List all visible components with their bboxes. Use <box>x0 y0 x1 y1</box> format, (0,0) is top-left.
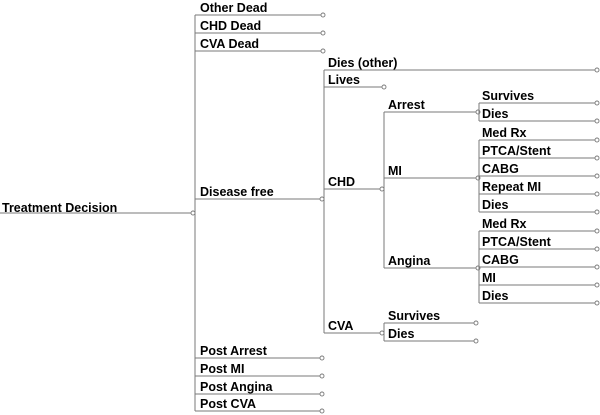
chance-node-chd[interactable] <box>379 186 385 192</box>
terminal-node[interactable] <box>594 191 600 197</box>
label-chd-dead: CHD Dead <box>200 19 261 33</box>
label-dies-other: Dies (other) <box>328 56 397 70</box>
terminal-node[interactable] <box>594 137 600 143</box>
terminal-node[interactable] <box>594 264 600 270</box>
label-mi: MI <box>388 164 402 178</box>
label-cva-dead: CVA Dead <box>200 37 259 51</box>
terminal-node[interactable] <box>594 155 600 161</box>
label-post-mi: Post MI <box>200 362 244 376</box>
terminal-node[interactable] <box>594 246 600 252</box>
branch-cva-dies: Dies <box>384 327 479 344</box>
label-arrest: Arrest <box>388 98 426 112</box>
branch-chd: CHD <box>324 112 385 268</box>
terminal-node[interactable] <box>473 338 479 344</box>
terminal-node[interactable] <box>320 12 326 18</box>
branch-angina-dies: Dies <box>479 289 600 306</box>
label-other-dead: Other Dead <box>200 1 267 15</box>
branch-angina-ptca-stent: PTCA/Stent <box>479 235 600 252</box>
label-arrest-dies: Dies <box>482 107 508 121</box>
label-post-cva: Post CVA <box>200 397 256 411</box>
chance-node-cva[interactable] <box>379 330 385 336</box>
chance-node-disease-free[interactable] <box>319 196 325 202</box>
label-angina-cabg: CABG <box>482 253 519 267</box>
terminal-node[interactable] <box>381 84 387 90</box>
terminal-node[interactable] <box>473 320 479 326</box>
label-cva-dies: Dies <box>388 327 414 341</box>
label-cva: CVA <box>328 319 353 333</box>
branch-mi-cabg: CABG <box>479 162 600 179</box>
terminal-node[interactable] <box>594 282 600 288</box>
branch-arrest: Arrest <box>384 98 481 121</box>
branch-post-angina: Post Angina <box>195 380 325 397</box>
label-mi-med-rx: Med Rx <box>482 126 527 140</box>
branch-cva-dead: CVA Dead <box>195 37 326 54</box>
branch-disease-free: Disease free <box>195 70 325 333</box>
branch-chd-dead: CHD Dead <box>195 19 326 36</box>
branch-arrest-dies: Dies <box>479 107 600 124</box>
branch-post-cva: Post CVA <box>195 397 325 414</box>
branch-post-mi: Post MI <box>195 362 325 379</box>
terminal-node[interactable] <box>319 355 325 361</box>
branch-mi: MI <box>384 140 481 212</box>
label-arrest-survives: Survives <box>482 89 534 103</box>
branch-mi-repeat-mi: Repeat MI <box>479 180 600 197</box>
terminal-node[interactable] <box>319 408 325 414</box>
label-angina-dies: Dies <box>482 289 508 303</box>
terminal-node[interactable] <box>594 228 600 234</box>
terminal-node[interactable] <box>594 209 600 215</box>
label-angina: Angina <box>388 254 431 268</box>
branch-lives: Lives <box>324 73 387 90</box>
branch-other-dead: Other Dead <box>195 1 326 18</box>
branch-dies-other: Dies (other) <box>324 56 600 73</box>
terminal-node[interactable] <box>320 30 326 36</box>
label-mi-ptca-stent: PTCA/Stent <box>482 144 552 158</box>
label-cva-survives: Survives <box>388 309 440 323</box>
branch-angina-med-rx: Med Rx <box>479 217 600 234</box>
branch-post-arrest: Post Arrest <box>195 344 325 361</box>
label-mi-dies: Dies <box>482 198 508 212</box>
branch-cva: CVA <box>324 319 385 341</box>
root-label: Treatment Decision <box>2 201 117 215</box>
label-mi-cabg: CABG <box>482 162 519 176</box>
label-angina-med-rx: Med Rx <box>482 217 527 231</box>
root-node: Treatment Decision <box>0 15 196 411</box>
label-angina-mi: MI <box>482 271 496 285</box>
branch-cva-survives: Survives <box>384 309 479 326</box>
label-mi-repeat-mi: Repeat MI <box>482 180 541 194</box>
terminal-node[interactable] <box>319 373 325 379</box>
terminal-node[interactable] <box>594 100 600 106</box>
branch-angina: Angina <box>384 231 481 303</box>
branch-mi-ptca-stent: PTCA/Stent <box>479 144 600 161</box>
branch-angina-cabg: CABG <box>479 253 600 270</box>
terminal-node[interactable] <box>594 300 600 306</box>
branch-mi-dies: Dies <box>479 198 600 215</box>
terminal-node[interactable] <box>319 391 325 397</box>
label-chd: CHD <box>328 175 355 189</box>
branch-arrest-survives: Survives <box>479 89 600 106</box>
label-post-arrest: Post Arrest <box>200 344 268 358</box>
branch-mi-med-rx: Med Rx <box>479 126 600 143</box>
terminal-node[interactable] <box>594 173 600 179</box>
terminal-node[interactable] <box>594 67 600 73</box>
terminal-node[interactable] <box>594 118 600 124</box>
label-disease-free: Disease free <box>200 185 274 199</box>
root-decision-node[interactable] <box>190 210 196 216</box>
label-angina-ptca-stent: PTCA/Stent <box>482 235 552 249</box>
label-lives: Lives <box>328 73 360 87</box>
branch-angina-mi: MI <box>479 271 600 288</box>
label-post-angina: Post Angina <box>200 380 274 394</box>
terminal-node[interactable] <box>320 48 326 54</box>
